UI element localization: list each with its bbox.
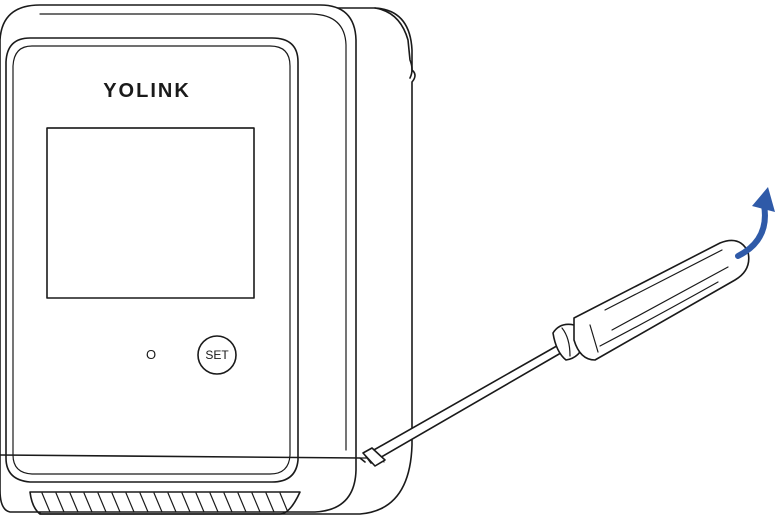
screwdriver-icon bbox=[363, 240, 749, 466]
set-button[interactable]: SET bbox=[198, 336, 236, 374]
display-screen bbox=[47, 128, 254, 298]
status-indicator: O bbox=[146, 347, 156, 362]
brand-logo: YOLINK bbox=[103, 80, 191, 102]
set-button-label: SET bbox=[205, 348, 229, 362]
